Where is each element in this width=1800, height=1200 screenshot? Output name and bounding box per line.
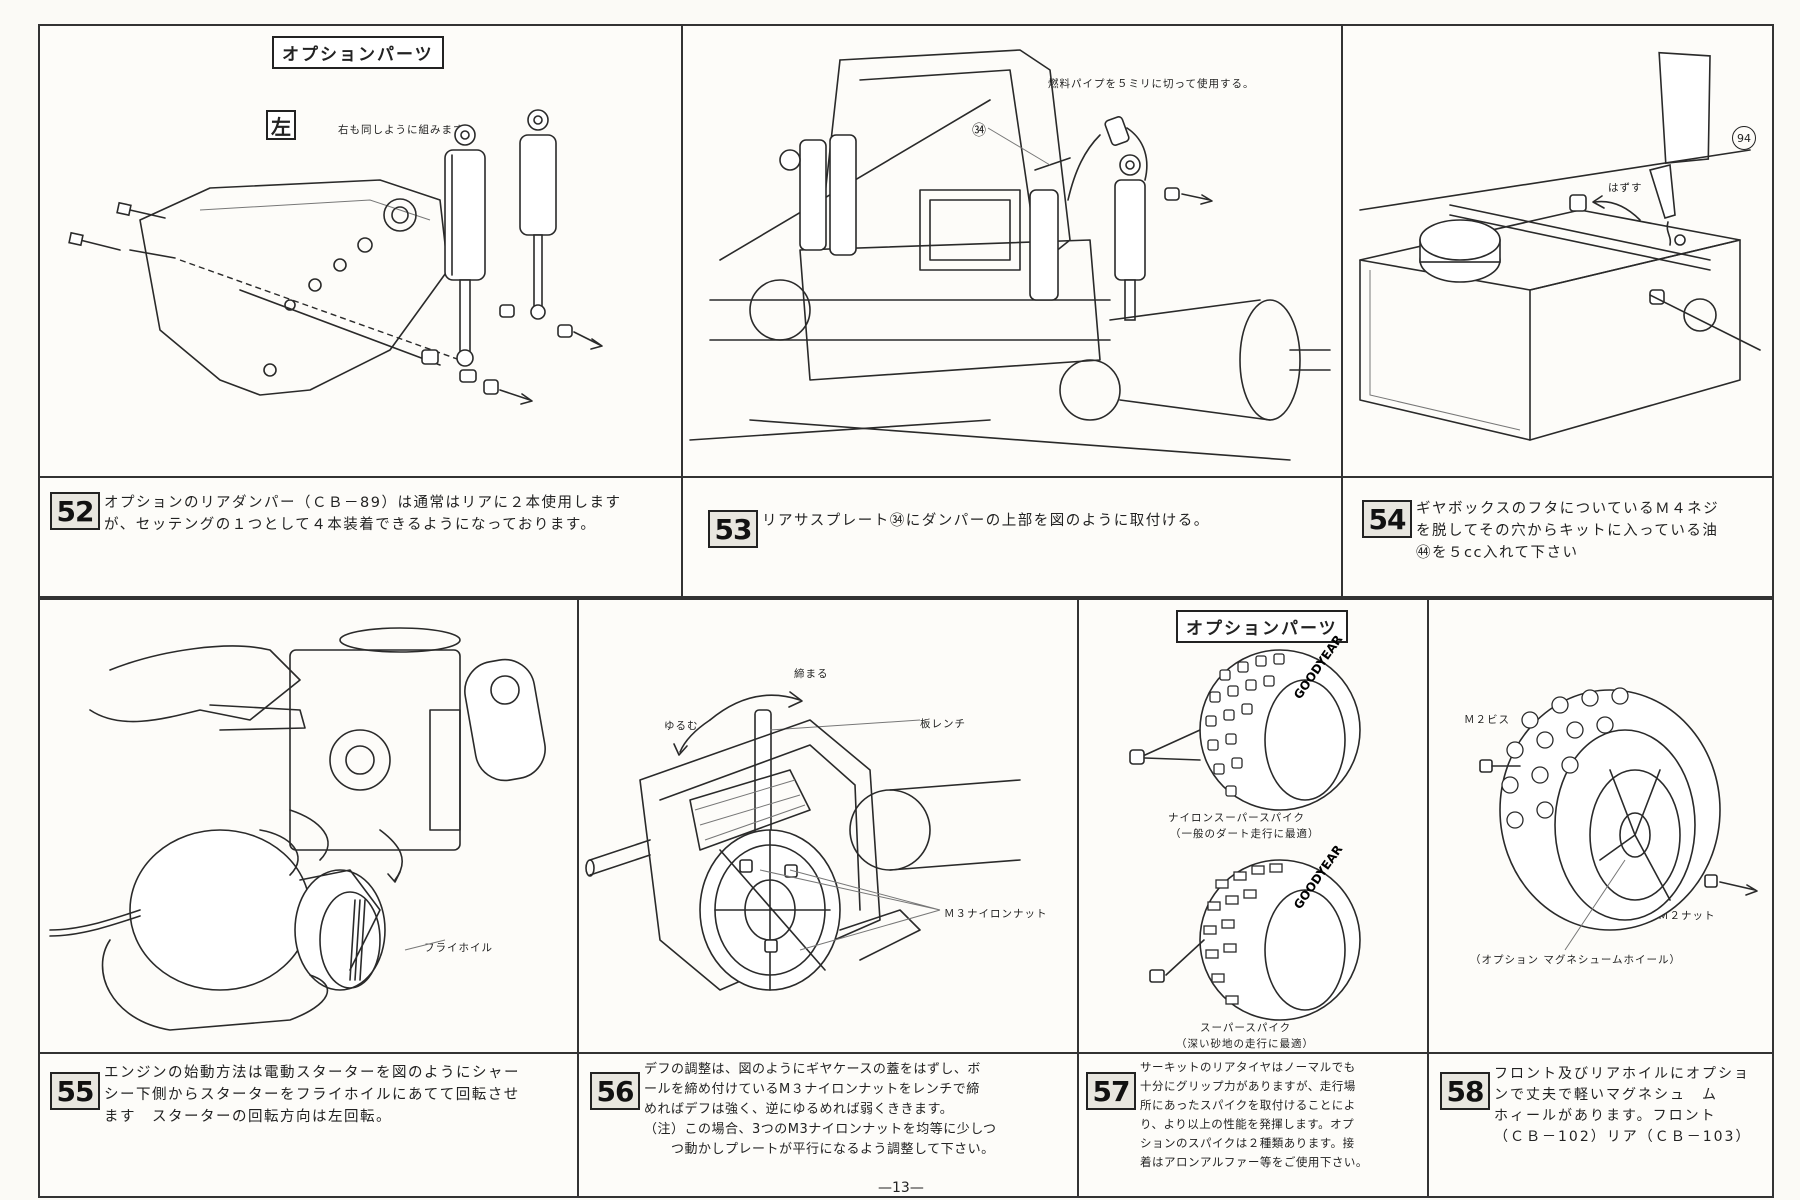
step-number-56: 56	[590, 1072, 640, 1110]
step-number-52: 52	[50, 492, 100, 530]
divider	[38, 1052, 1774, 1054]
text-line: ギヤボックスのフタについているＭ４ネジ	[1416, 501, 1720, 517]
step-number-53: 53	[708, 510, 758, 548]
left-side-badge: 左	[266, 110, 296, 140]
text-line: つ動かしプレートが平行になるよう調整して下さい。	[644, 1142, 995, 1157]
callout-nylon-super-spike: ナイロンスーパースパイク	[1168, 812, 1305, 824]
step-57-instructions: サーキットのリアタイヤはノーマルでも 十分にグリップ力がありますが、走行場 所に…	[1140, 1058, 1368, 1172]
text-line: を脱してその穴からキットに入っている油	[1416, 523, 1719, 539]
callout-same-assembly: 右も同しように組みます	[338, 124, 465, 136]
divider	[681, 24, 683, 598]
text-line: （注）この場合、3つのM3ナイロンナットを均等に少しつ	[644, 1122, 997, 1137]
step-number-55: 55	[50, 1072, 100, 1110]
callout-m3-nylon-nut: Ｍ３ナイロンナット	[944, 908, 1048, 920]
spike-tires-illustration: GOODYEAR GOODYEAR	[1129, 632, 1361, 1021]
callout-plate-wrench: 板レンチ	[920, 718, 966, 730]
text-line: ます スターターの回転方向は左回転。	[104, 1109, 392, 1125]
step-58-instructions: フロント及びリアホイルにオプショ ンで丈夫で軽いマグネシュ ム ホィールがありま…	[1494, 1064, 1751, 1148]
divider	[1077, 598, 1079, 1198]
part-94-marker: 94	[1732, 126, 1756, 150]
magnesium-wheel-illustration	[1479, 687, 1758, 951]
text-line: オプションのリアダンパー（ＣＢ－89）は通常はリアに２本使用します	[104, 495, 622, 511]
step-56-instructions: デフの調整は、図のようにギヤケースの蓋をはずし、ボ ールを締め付けているM３ナイ…	[644, 1060, 996, 1160]
engine-start-illustration	[49, 627, 546, 1031]
option-parts-label: オプションパーツ	[272, 36, 444, 69]
text-line: 所にあったスパイクを取付けることによ	[1140, 1098, 1356, 1112]
differential-adjust-illustration	[585, 691, 1021, 991]
callout-fuel-pipe: 燃料パイプを５ミリに切って使用する。	[1048, 78, 1255, 90]
callout-tighten: 締まる	[794, 668, 829, 680]
callout-m2-screw: Ｍ２ビス	[1464, 714, 1510, 726]
text-line: リアサスプレート㉞にダンパーの上部を図のように取付ける。	[762, 513, 1210, 529]
callout-flywheel: フライホイル	[424, 942, 493, 954]
callout-remove: はずす	[1608, 182, 1643, 194]
step-54-instructions: ギヤボックスのフタについているＭ４ネジ を脱してその穴からキットに入っている油 …	[1416, 498, 1719, 564]
step-55-instructions: エンジンの始動方法は電動スターターを図のようにシャー シー下側からスターターをフ…	[104, 1062, 520, 1128]
text-line: ールを締め付けているM３ナイロンナットをレンチで締	[644, 1082, 980, 1097]
page-number: —13—	[878, 1180, 924, 1196]
gearbox-oil-illustration	[1359, 51, 1761, 441]
text-line: ンで丈夫で軽いマグネシュ ム	[1494, 1087, 1718, 1103]
text-line: エンジンの始動方法は電動スターターを図のようにシャー	[104, 1065, 520, 1081]
callout-deep-sand: （深い砂地の走行に最適）	[1176, 1038, 1314, 1050]
top-section	[38, 24, 1774, 598]
text-line: 着はアロンアルファー等をご使用下さい。	[1140, 1155, 1368, 1169]
callout-dirt-track: （一般のダート走行に最適）	[1170, 828, 1320, 840]
text-line: めればデフは強く、逆にゆるめれば弱くききます。	[644, 1102, 954, 1117]
text-line: （ＣＢ－102）リア（ＣＢ－103）	[1494, 1129, 1752, 1145]
callout-super-spike: スーパースパイク	[1200, 1022, 1292, 1034]
divider	[1341, 24, 1343, 598]
text-line: サーキットのリアタイヤはノーマルでも	[1140, 1060, 1356, 1074]
callout-loosen: ゆるむ	[664, 720, 699, 732]
text-line: 十分にグリップ力がありますが、走行場	[1140, 1079, 1356, 1093]
step-53-instructions: リアサスプレート㉞にダンパーの上部を図のように取付ける。	[762, 510, 1210, 532]
step-52-instructions: オプションのリアダンパー（ＣＢ－89）は通常はリアに２本使用します が、セッテン…	[104, 492, 621, 536]
rear-suspension-plate-illustration	[689, 49, 1331, 461]
text-line: り、より以上の性能を発揮します。オプ	[1140, 1117, 1355, 1131]
callout-magnesium-wheel: （オプション マグネシュームホイール）	[1470, 954, 1682, 966]
callout-m2-nut: Ｍ２ナット	[1658, 910, 1716, 922]
divider	[1427, 598, 1429, 1198]
text-line: ションのスパイクは２種類あります。接	[1140, 1136, 1355, 1150]
text-line: ホィールがあります。フロント	[1494, 1108, 1717, 1124]
rear-damper-illustration	[68, 109, 603, 405]
text-line: が、セッテングの１つとして４本装着できるようになっております。	[104, 517, 597, 533]
text-line: シー下側からスターターをフライホイルにあてて回転させ	[104, 1087, 520, 1103]
step-number-58: 58	[1440, 1072, 1490, 1110]
step-number-57: 57	[1086, 1072, 1136, 1110]
part-34-marker: ㉞	[972, 123, 987, 139]
option-parts-label: オプションパーツ	[1176, 610, 1348, 643]
divider	[38, 476, 1774, 478]
text-line: フロント及びリアホイルにオプショ	[1494, 1066, 1750, 1082]
divider	[577, 598, 579, 1198]
step-number-54: 54	[1362, 500, 1412, 538]
text-line: デフの調整は、図のようにギヤケースの蓋をはずし、ボ	[644, 1062, 981, 1077]
text-line: ㊹を５cc入れて下さい	[1416, 545, 1579, 561]
